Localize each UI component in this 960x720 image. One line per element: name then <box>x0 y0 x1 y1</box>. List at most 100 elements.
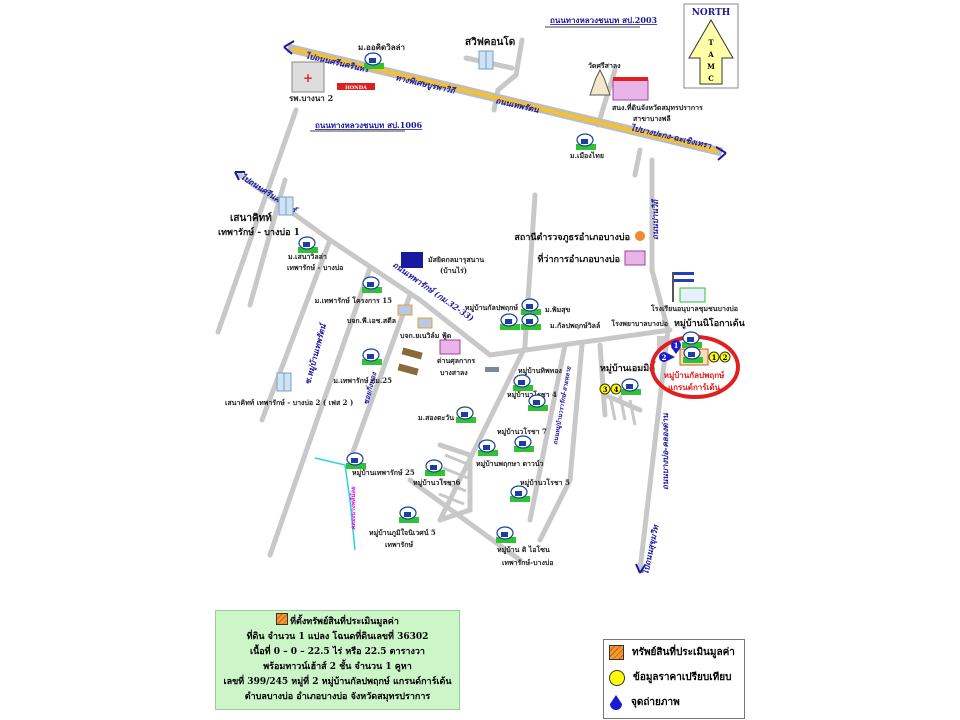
place-label: หมู่บ้านวโรชา6 <box>413 478 461 488</box>
village-icon <box>575 133 597 151</box>
condo-icon <box>278 196 294 216</box>
village-icon <box>513 435 535 453</box>
place-label: วัดศรีสาลง <box>588 61 621 70</box>
place-label: เทพารักษ์ <box>385 540 414 549</box>
arrow-northwest-icon <box>234 171 245 181</box>
shop-icon <box>485 367 499 372</box>
warehouse-icon <box>401 347 423 360</box>
village-icon <box>509 485 531 503</box>
office-icon <box>612 79 649 101</box>
place-label: เสนาคิทท์ เทพารักษ์ - บางบ่อ 2 ( เฟส 2 ) <box>225 398 353 407</box>
place-label: ม.พิมสุข <box>545 305 571 314</box>
village-icon <box>361 276 383 294</box>
canal <box>314 457 356 551</box>
svg-text:+: + <box>303 71 313 85</box>
north-letter: M <box>707 62 715 71</box>
place-label: บางสาลง <box>440 368 468 377</box>
info-line: เนื้อที่ 0 – 0 – 22.5 ไร่ หรือ 22.5 ตารา… <box>250 647 425 657</box>
place-label: หมู่บ้านทิพทอง <box>518 366 562 376</box>
north-letter: C <box>708 74 714 83</box>
place-label: หมู่บ้านวโรชา 4 <box>507 390 557 400</box>
info-title-text: ที่ตั้งทรัพย์สินที่ประเมินมูลค่า <box>290 617 399 627</box>
north-arrow: NORTH T A M C <box>683 3 739 89</box>
place-label: (บ้านไร่) <box>440 266 467 275</box>
honda-label: HONDA <box>345 85 367 91</box>
place-label: เทพารักษ์-บางบ่อ <box>502 558 554 567</box>
place-label: โรงพยาบาลบางบ่อ <box>610 319 668 328</box>
place-label: รพ.บางนา 2 <box>289 93 333 103</box>
flag-stripe <box>674 275 694 279</box>
road-label: ถนนทางหลวงชนบท สป.2003 <box>550 15 658 25</box>
road-label: ถนนเทพรัตน <box>495 95 541 115</box>
place-label: ด่านศุลกากร <box>437 356 475 365</box>
place-label: หมู่บ้านเอมมิตี้ <box>600 361 656 374</box>
factory-icon <box>417 317 433 329</box>
village-icon <box>681 331 703 349</box>
arrow-east-icon <box>715 146 727 161</box>
marker-number: 1 <box>712 353 717 362</box>
canal-label: คลองบางพลีน้อย <box>349 485 357 530</box>
road-label: ถนนปานวิถี <box>650 198 660 240</box>
village-icon <box>361 348 383 366</box>
legend: ทรัพย์สินที่ประเมินมูลค่า ข้อมูลราคาเปรี… <box>603 639 745 719</box>
info-line: พร้อมทาวน์เฮ้าส์ 2 ชั้น จำนวน 1 คูหา <box>263 662 412 672</box>
north-label: NORTH <box>692 8 731 18</box>
photo-point-2[interactable]: 2 <box>659 352 675 362</box>
place-label: หมู่บ้านนิโอกาเด้น <box>674 317 746 329</box>
marker-number: 4 <box>614 385 619 394</box>
village-icon <box>424 459 446 477</box>
place-label: เทพารักษ์ - บางบ่อ 1 <box>218 226 300 238</box>
village-icon <box>512 374 534 392</box>
expressway-core <box>291 47 719 153</box>
road-label: ซ.หมู่บ้านเทพรัตน์ <box>302 321 329 386</box>
police-icon <box>635 231 645 241</box>
compare-marker-1[interactable]: 1 <box>708 351 720 363</box>
subject-label: แกรนด์การ์เด้น <box>668 382 721 392</box>
marker-number: 2 <box>662 353 667 362</box>
hatched-square-icon <box>276 613 289 625</box>
compare-marker-3[interactable]: 3 <box>599 383 611 395</box>
photo-point-1[interactable]: 1 <box>671 340 681 354</box>
place-label: หมู่บ้านเทพารักษ์ 25 <box>352 468 415 478</box>
mosque-icon <box>401 252 423 268</box>
village-icon <box>620 378 642 396</box>
info-title: ที่ตั้งทรัพย์สินที่ประเมินมูลค่า <box>216 613 459 630</box>
marker-number: 1 <box>674 341 679 350</box>
place-label: หมู่บ้านวโรชา 5 <box>520 478 570 488</box>
hospital-building-icon <box>657 336 665 350</box>
place-label: ที่ว่าการอำเภอบางบ่อ <box>537 252 620 265</box>
place-label: มัสยิดกลมารุสนาน <box>428 255 484 264</box>
place-label: หมู่บ้าน ดิ ไอโซน <box>497 545 550 555</box>
honda-logo <box>337 83 375 90</box>
legend-item: จุดถ่ายภาพ <box>604 690 744 715</box>
place-label: ม.สองตะวัน <box>418 413 454 422</box>
place-label: หมู่บ้านภูมิใจนิเวศน์ 5 <box>369 528 436 538</box>
north-arrow-icon <box>688 19 734 85</box>
place-label: สนง.ที่ดินจังหวัดสมุทรปราการ <box>612 102 703 112</box>
school-icon <box>679 287 706 303</box>
place-label: เทพารักษ์ - บางบ่อ <box>287 263 343 272</box>
hospital-icon: + <box>291 61 325 93</box>
temple-icon <box>589 68 611 96</box>
customs-icon <box>439 339 461 355</box>
place-label: ม.เทพารักษ์ โครงการ 15 <box>315 296 393 305</box>
property-info-box: ที่ตั้งทรัพย์สินที่ประเมินมูลค่า ที่ดิน … <box>215 610 460 710</box>
factory-icon <box>397 304 413 316</box>
village-grid <box>438 394 637 506</box>
compare-marker-2[interactable]: 2 <box>719 351 731 363</box>
blue-drop-icon <box>610 694 622 710</box>
place-label: เสนาคิทท์ <box>230 212 272 224</box>
village-icon <box>520 313 542 331</box>
village-icon <box>495 526 517 544</box>
legend-label: ทรัพย์สินที่ประเมินมูลค่า <box>632 647 735 658</box>
north-letter: T <box>708 38 714 47</box>
village-icon <box>477 439 499 457</box>
village-icon <box>499 313 521 331</box>
place-label: หมู่บ้านกัลปพฤกษ์ <box>465 303 518 313</box>
warehouse-icon <box>397 363 419 376</box>
place-label: ม.เทพารักษ์ กม.25 <box>333 376 392 385</box>
place-label: ม.เมืองไทย <box>570 151 604 160</box>
legend-item: ทรัพย์สินที่ประเมินมูลค่า <box>604 640 744 665</box>
compare-marker-4[interactable]: 4 <box>610 383 622 395</box>
